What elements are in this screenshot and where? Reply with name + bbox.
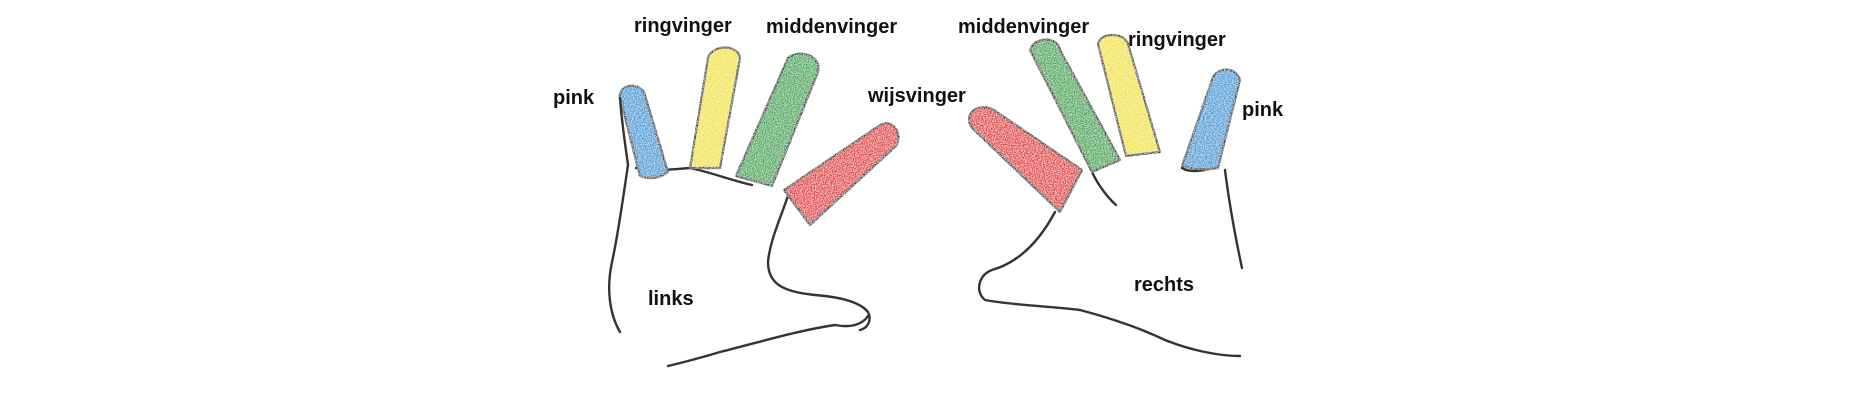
- right-hand: [968, 33, 1244, 358]
- left-ring-label: ringvinger: [634, 15, 732, 37]
- right-ring-label: ringvinger: [1128, 29, 1226, 51]
- right-hand-label: rechts: [1134, 274, 1194, 296]
- left-ring-finger: [688, 46, 742, 170]
- right-index-finger: [968, 106, 1084, 214]
- left-pinky-finger: [618, 84, 670, 180]
- left-middle-finger: [734, 52, 820, 188]
- left-pinky-label: pink: [553, 87, 595, 109]
- right-pinky-finger: [1180, 68, 1242, 171]
- right-middle-label: middenvinger: [958, 16, 1089, 38]
- right-ring-finger: [1096, 33, 1162, 158]
- left-pinky-base: [618, 96, 630, 167]
- left-middle-label: middenvinger: [766, 16, 897, 38]
- left-hand-label: links: [648, 288, 694, 310]
- right-middle-finger: [1028, 38, 1122, 174]
- left-hand: [607, 46, 900, 368]
- left-index-label: wijsvinger: [867, 85, 966, 107]
- right-hand-outline: [977, 166, 1244, 358]
- right-pinky-label: pink: [1242, 99, 1284, 121]
- left-index-finger: [782, 122, 900, 227]
